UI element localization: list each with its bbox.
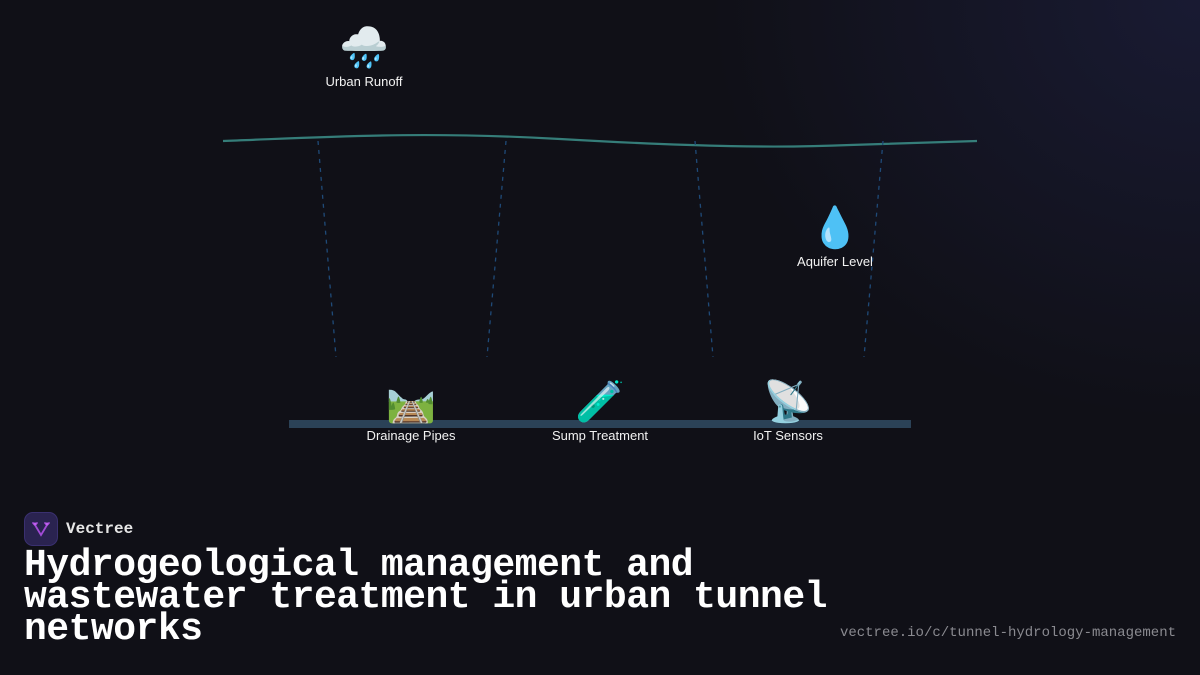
node-urban-runoff: 🌧️ Urban Runoff [325, 24, 402, 89]
node-label: Aquifer Level [797, 254, 873, 269]
page-title: Hydrogeological management and wastewate… [24, 544, 827, 651]
page-url[interactable]: vectree.io/c/tunnel-hydrology-management [839, 625, 1176, 641]
connector-line [694, 140, 714, 358]
node-aquifer-level: 💧 Aquifer Level [797, 204, 873, 269]
water-table-line [222, 133, 978, 148]
railway-track-icon: 🛤️ [386, 380, 436, 424]
satellite-dish-icon: 📡 [763, 380, 813, 424]
rain-cloud-icon: 🌧️ [339, 26, 389, 70]
connector-line [863, 140, 884, 358]
vectree-logo-icon [24, 512, 58, 546]
droplet-icon: 💧 [810, 206, 860, 250]
connector-line [317, 140, 337, 358]
test-tube-icon: 🧪 [575, 380, 625, 424]
pipe-bar [289, 420, 911, 428]
node-label: Urban Runoff [325, 74, 403, 89]
node-sump-treatment: 🧪 Sump Treatment [552, 378, 648, 443]
node-iot-sensors: 📡 IoT Sensors [753, 378, 823, 443]
brand[interactable]: Vectree [24, 512, 133, 546]
dashed-connectors [317, 140, 884, 358]
node-label: Sump Treatment [551, 428, 649, 443]
node-drainage-pipes: 🛤️ Drainage Pipes [367, 378, 456, 443]
connector-line [486, 140, 507, 358]
brand-name: Vectree [66, 520, 134, 538]
node-label: IoT Sensors [753, 428, 823, 443]
node-label: Drainage Pipes [366, 428, 456, 443]
